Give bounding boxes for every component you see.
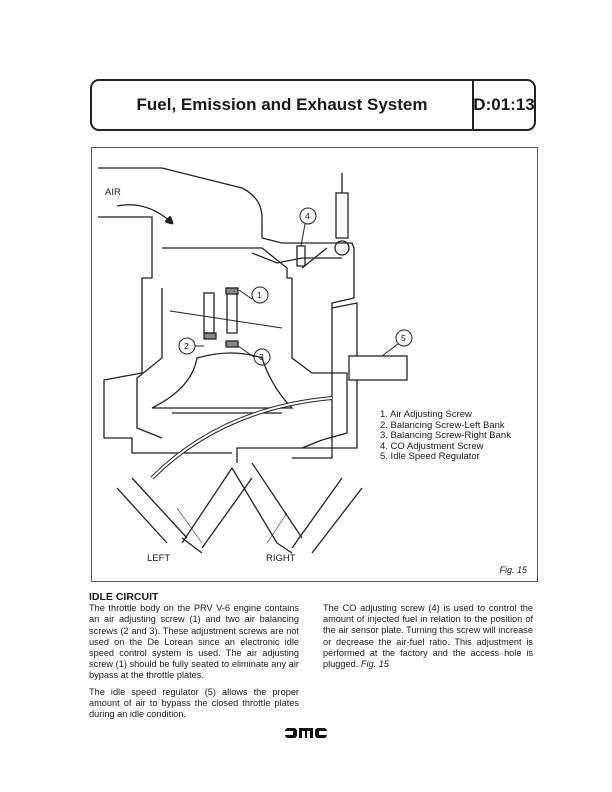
page-header: Fuel, Emission and Exhaust System D:01:1… <box>90 79 536 131</box>
section-title: Fuel, Emission and Exhaust System <box>136 95 428 114</box>
legend-item: 4. CO Adjustment Screw <box>380 440 484 452</box>
figure-reference: Fig. 15 <box>360 659 389 670</box>
legend-item: 1. Air Adjusting Screw <box>380 409 472 420</box>
paragraph: The CO adjusting screw (4) is used to co… <box>323 603 533 670</box>
callout-1: 1 <box>257 290 262 300</box>
throttle-body-diagram <box>98 167 413 554</box>
section-heading: IDLE CIRCUIT <box>89 591 159 603</box>
figure-legend: 1. Air Adjusting Screw 2. Balancing Scre… <box>380 409 511 463</box>
dmc-logo <box>285 726 327 744</box>
figure-idle-circuit: AIR LEFT RIGHT 1 2 3 4 5 1. Air Adjustin… <box>91 147 538 582</box>
legend-item: 2. Balancing Screw-Left Bank <box>380 419 505 431</box>
callout-3: 3 <box>259 352 264 362</box>
right-bank-label: RIGHT <box>266 553 296 564</box>
figure-caption: Fig. 15 <box>499 565 527 575</box>
paragraph: The idle speed regulator (5) allows the … <box>89 686 299 720</box>
left-column: IDLE CIRCUIT The throttle body on the PR… <box>89 591 299 725</box>
left-bank-label: LEFT <box>147 553 171 564</box>
right-column: The CO adjusting screw (4) is used to co… <box>323 603 533 675</box>
paragraph: The throttle body on the PRV V-6 engine … <box>89 603 299 681</box>
callout-2: 2 <box>184 341 189 351</box>
legend-item: 3. Balancing Screw-Right Bank <box>380 430 511 442</box>
callout-4: 4 <box>305 211 310 221</box>
air-label: AIR <box>105 187 121 198</box>
callout-5: 5 <box>401 333 406 343</box>
paragraph-text: The CO adjusting screw (4) is used to co… <box>323 603 533 670</box>
legend-item: 5. Idle Speed Regulator <box>380 451 480 463</box>
page-code: D:01:13 <box>472 81 535 129</box>
